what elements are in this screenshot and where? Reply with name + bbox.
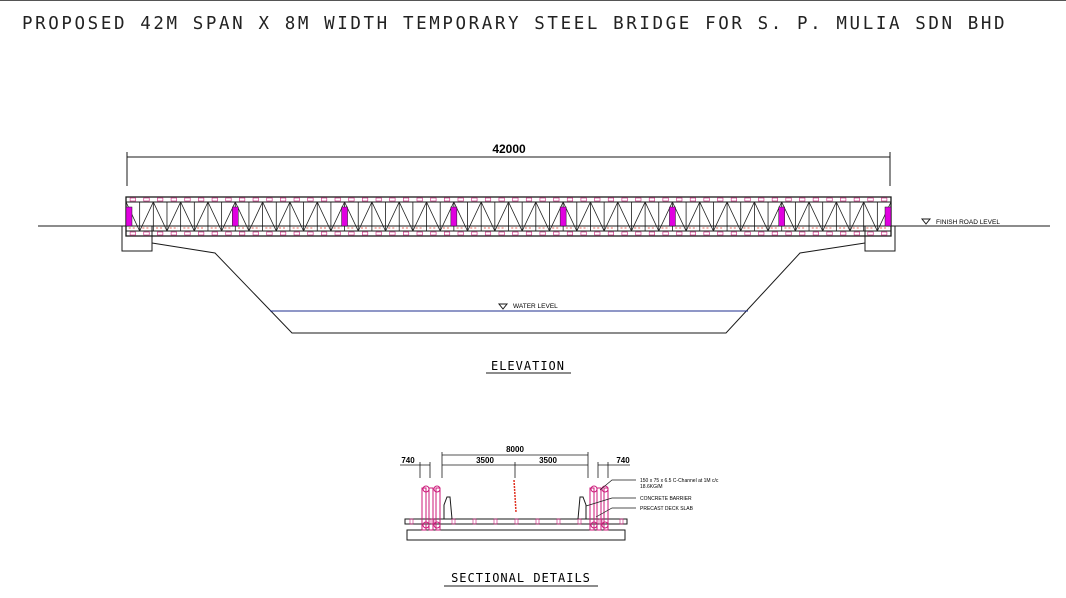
section-dimensions	[400, 452, 630, 478]
note-channel-1: 150 x 75 x 6.5 C-Channel at 1M c/c	[640, 478, 719, 484]
span-dimension	[126, 152, 891, 186]
finish-road-level-label: FINISH ROAD LEVEL	[936, 219, 1000, 226]
section-base-slab	[406, 529, 626, 541]
riverbed-profile	[151, 242, 866, 334]
center-red-mark	[513, 479, 517, 513]
bailey-truss	[125, 196, 892, 237]
section-view: 8000 3500 3500 740 740	[400, 445, 719, 587]
section-side-right: 740	[616, 456, 630, 465]
note-barrier: CONCRETE BARRIER	[640, 496, 692, 502]
section-side-left: 740	[401, 456, 415, 465]
section-lane-right: 3500	[539, 456, 557, 465]
span-dimension-label: 42000	[492, 142, 526, 156]
concrete-barrier-right	[577, 496, 587, 520]
concrete-barrier-left	[443, 496, 453, 520]
section-lane-left: 3500	[476, 456, 494, 465]
elevation-view: 42000 FINISH ROAD LEVEL WATER LEVEL ELEV…	[38, 142, 1050, 374]
water-level-marker-icon	[497, 303, 509, 310]
water-level-label: WATER LEVEL	[513, 303, 558, 310]
road-level-marker-icon	[920, 218, 932, 225]
section-overall-width: 8000	[506, 445, 524, 454]
top-border	[0, 0, 1066, 1]
side-truss-left	[421, 485, 441, 531]
section-leaders	[585, 479, 636, 518]
drawing-title: PROPOSED 42M SPAN X 8M WIDTH TEMPORARY S…	[22, 14, 1008, 34]
elevation-caption: ELEVATION	[491, 359, 565, 373]
side-truss-right	[589, 485, 609, 531]
note-channel-2: 18.6KG/M	[640, 484, 663, 490]
note-slab: PRECAST DECK SLAB	[640, 506, 694, 512]
section-caption: SECTIONAL DETAILS	[451, 571, 591, 585]
